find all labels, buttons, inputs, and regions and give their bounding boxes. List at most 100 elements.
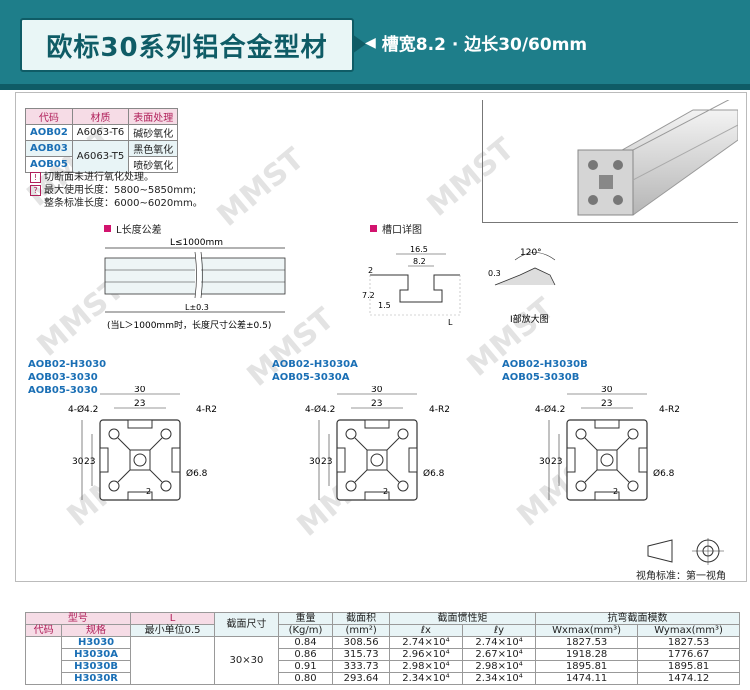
table-subheader: ℓx — [388, 624, 464, 637]
triangle-left-icon: ◀ — [365, 34, 376, 51]
spec-weight: 0.86 — [277, 648, 334, 661]
note-line: ?最大使用长度：5800~5850mm; — [30, 184, 196, 197]
table-header: 代码 — [25, 108, 73, 125]
material-finish: 喷砂氧化 — [128, 156, 179, 173]
profile-code: AOB05-3030A — [272, 372, 350, 383]
spec-weight: 0.91 — [277, 660, 334, 673]
material-code: AOB03 — [25, 140, 73, 157]
profile-code: AOB03-3030 — [28, 372, 98, 383]
spec-area: 293.64 — [332, 672, 390, 685]
note-text: 最大使用长度：5800~5850mm; — [44, 185, 197, 196]
table-header: 材质 — [71, 108, 130, 125]
material-name: A6063-T5 — [71, 140, 130, 173]
section-length-tolerance: L长度公差 — [104, 221, 162, 236]
table-subheader: 代码 — [24, 624, 63, 637]
profile-photo-illustration — [577, 94, 739, 216]
table-row: H3030A 0.86 315.73 2.96×10⁴ 2.67×10⁴ 191… — [26, 648, 740, 661]
spec-table: 型号 L 截面尺寸 重量 截面积 截面惯性矩 抗弯截面模数 代码 规格 最小单位… — [24, 612, 740, 685]
slot-dim: L — [448, 318, 453, 327]
table-row: H3030R 0.80 293.64 2.34×10⁴ 2.34×10⁴ 147… — [26, 672, 740, 685]
material-finish: 黑色氧化 — [128, 140, 179, 157]
section-title: 槽口详图 — [382, 225, 422, 236]
spec-wy: 1474.12 — [637, 672, 740, 685]
material-finish: 碱砂氧化 — [128, 124, 179, 141]
table-subheader: 最小单位0.5 — [129, 624, 216, 637]
spec-code: H3030R — [61, 672, 131, 685]
dim-inner: 23 — [371, 399, 382, 409]
spec-ix: 2.74×10⁴ — [388, 636, 464, 649]
slot-dim: 2 — [368, 266, 373, 275]
dim-radius: 4-R2 — [196, 405, 217, 415]
header-stripe — [0, 84, 750, 90]
spec-iy: 2.34×10⁴ — [461, 672, 537, 685]
table-cell — [129, 636, 216, 685]
length-note: (当L＞1000mm时，长度尺寸公差±0.5) — [107, 319, 271, 331]
slot-detail-drawing: 16.5 8.2 2 7.2 1.5 L 120° 0.3 I部放大图 — [362, 245, 556, 327]
table-header: 重量 — [277, 612, 334, 625]
table-row: H3030 30×30 0.84 308.56 2.74×10⁴ 2.74×10… — [24, 636, 740, 685]
note-text: 整条标准长度：6000~6020mm。 — [44, 198, 203, 209]
profile-code: AOB02-H3030 — [28, 359, 107, 370]
profile-code: AOB05-3030 — [28, 385, 98, 396]
table-subheader: 规格 — [61, 624, 131, 637]
dim-holes: 4-Ø4.2 — [535, 404, 565, 415]
spec-iy: 2.74×10⁴ — [461, 636, 537, 649]
profile-code: AOB02-H3030B — [502, 359, 588, 370]
profile-drawing-a: 30 23 4-Ø4.2 4-R2 30 23 Ø6.8 2 — [68, 386, 217, 501]
length-bottom-label: L±0.3 — [185, 303, 209, 312]
dim-center: Ø6.8 — [186, 468, 208, 479]
spec-code: H3030 — [61, 636, 131, 649]
dim-width: 30 — [371, 386, 383, 395]
dim-radius: 4-R2 — [429, 405, 450, 415]
section-marker-icon — [104, 225, 111, 232]
product-photo — [482, 94, 739, 223]
spec-wy: 1895.81 — [637, 660, 740, 673]
material-code: AOB05 — [25, 156, 73, 173]
table-header: 型号 — [25, 612, 131, 625]
dim-height: 30 — [539, 457, 551, 467]
dim-small: 2 — [383, 487, 388, 496]
info-icon: ? — [30, 185, 41, 196]
section-title: L长度公差 — [116, 225, 162, 236]
header-banner: 欧标30系列铝合金型材 ◀ 槽宽8.2 · 边长30/60mm — [0, 0, 750, 90]
slot-dim: 8.2 — [413, 257, 426, 266]
dim-small: 2 — [613, 487, 618, 496]
subtitle-text: 槽宽8.2 · 边长30/60mm — [381, 35, 588, 55]
table-header: 表面处理 — [128, 108, 179, 125]
dim-width: 30 — [134, 386, 146, 395]
dim-width: 30 — [601, 386, 613, 395]
spec-iy: 2.67×10⁴ — [461, 648, 537, 661]
dim-inner-h: 23 — [321, 457, 332, 467]
section-marker-icon — [370, 225, 377, 232]
dim-height: 30 — [72, 457, 84, 467]
spec-code: H3030B — [61, 660, 131, 673]
slot-dim: 7.2 — [362, 291, 375, 300]
table-header: L — [129, 612, 216, 625]
title-notch — [352, 34, 366, 54]
material-table: 代码 材质 表面处理 AOB02 A6063-T6 碱砂氧化 AOB03 A60… — [25, 108, 179, 173]
table-header: 抗弯截面模数 — [535, 612, 740, 625]
slot-angle: 120° — [520, 248, 542, 258]
spec-wy: 1776.67 — [637, 648, 740, 661]
page-subtitle: ◀ 槽宽8.2 · 边长30/60mm — [365, 30, 588, 56]
section-slot-detail: 槽口详图 — [370, 221, 422, 236]
info-icon: ! — [30, 172, 41, 183]
table-cell — [24, 636, 63, 685]
slot-caption: I部放大图 — [510, 313, 549, 325]
page-title-box: 欧标30系列铝合金型材 — [20, 18, 366, 72]
profile-drawing-c: 30 23 4-Ø4.2 4-R2 30 23 Ø6.8 2 — [535, 386, 680, 501]
page-title: 欧标30系列铝合金型材 — [46, 32, 328, 63]
note-text: 切断面未进行氧化处理。 — [44, 172, 154, 183]
length-tolerance-drawing: L≤1000mm L±0.3 (当L＞1000mm时，长度尺寸公差±0.5) — [104, 238, 286, 331]
slot-depth: 0.3 — [488, 269, 501, 278]
table-header: 截面尺寸 — [214, 612, 279, 637]
spec-area: 333.73 — [332, 660, 390, 673]
spec-ix: 2.98×10⁴ — [388, 660, 464, 673]
view-standard-label: 视角标准：第一视角 — [636, 571, 726, 582]
table-subheader: (mm²) — [332, 624, 390, 637]
dim-inner-h: 23 — [84, 457, 95, 467]
profile-code: AOB02-H3030A — [272, 359, 358, 370]
table-subheader: (Kg/m) — [277, 624, 334, 637]
dim-inner: 23 — [134, 399, 145, 409]
projection-symbol-icon — [647, 538, 724, 565]
